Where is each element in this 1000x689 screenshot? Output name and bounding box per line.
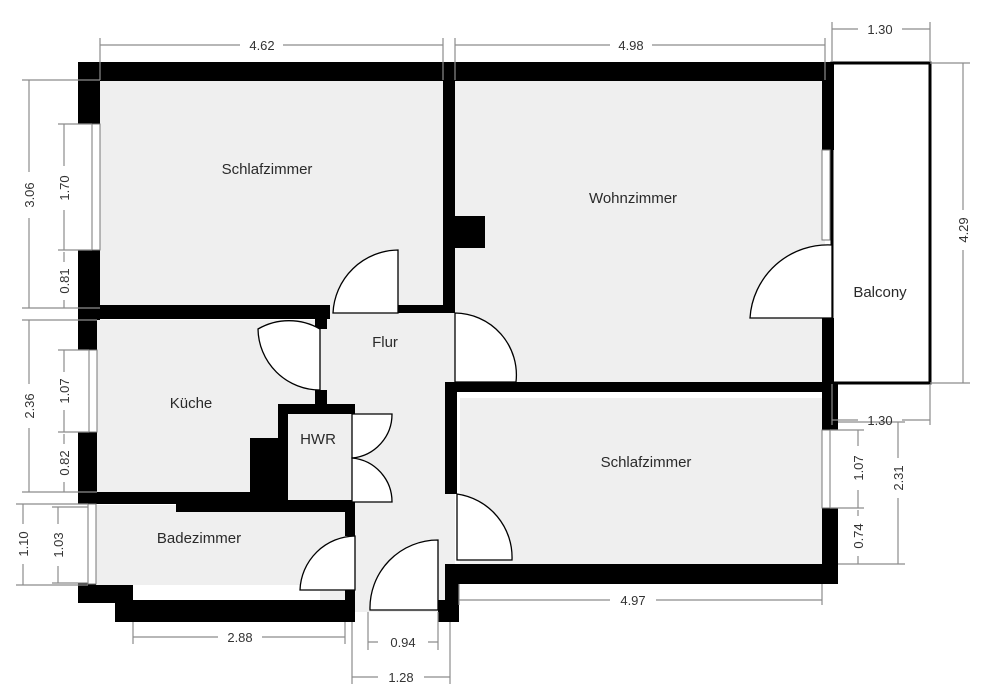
- dim-kitchen-height: 2.36: [22, 393, 37, 418]
- wall-bottom-right-stub: [445, 564, 459, 622]
- floor-balcony: [832, 64, 930, 382]
- window-living: [821, 149, 831, 241]
- wall-bed1-bottom: [97, 305, 330, 319]
- window-bedroom-1: [91, 123, 101, 251]
- label-schlafzimmer-2: Schlafzimmer: [601, 454, 692, 471]
- label-balcony: Balcony: [853, 284, 907, 301]
- door-bedroom-1: [332, 249, 399, 314]
- wall-flur-stub: [315, 313, 327, 329]
- wall-bath-bottom-3: [345, 585, 355, 622]
- dim-balcony-height: 4.29: [956, 217, 971, 242]
- window-bedroom-2: [821, 429, 831, 509]
- balcony-outline: [830, 61, 932, 385]
- dim-left-wall-below-window: 0.81: [57, 268, 72, 293]
- wall-kitchen-right: [315, 390, 327, 406]
- door-hwr-1: [351, 413, 393, 459]
- dim-line-left-110: [16, 503, 88, 586]
- dim-left-bedroom-height: 3.06: [22, 182, 37, 207]
- wall-left-kitchen: [78, 320, 97, 350]
- wall-bath-bottom-2: [115, 600, 350, 622]
- door-entrance: [369, 539, 439, 611]
- dim-door-outer-width: 1.28: [388, 670, 413, 685]
- dim-line-right-width: [458, 584, 823, 605]
- dim-top-left-width: 4.62: [249, 38, 274, 53]
- wall-hwr-left: [278, 404, 288, 502]
- doors: [257, 244, 833, 611]
- label-hwr: HWR: [300, 431, 336, 448]
- dim-line-top-mid: [454, 38, 826, 80]
- room-labels: Schlafzimmer Wohnzimmer Balcony Flur Küc…: [157, 161, 907, 547]
- wall-right-br: [822, 382, 838, 430]
- dim-line-top-left: [99, 38, 444, 80]
- dim-right-window: 1.07: [851, 455, 866, 480]
- door-bedroom-2: [456, 493, 513, 561]
- dim-line-left-306: [22, 79, 100, 309]
- wall-left-kitchen-low: [78, 432, 97, 504]
- dim-bath-width: 2.88: [227, 630, 252, 645]
- floor-schlafzimmer-2: [460, 398, 824, 564]
- dim-line-left-170: [58, 123, 92, 251]
- dim-left-window-height: 1.70: [57, 175, 72, 200]
- dim-door-inner-width: 0.94: [390, 635, 415, 650]
- dim-line-right-231: [838, 421, 905, 565]
- dim-right-wall-below: 0.74: [851, 523, 866, 548]
- dim-line-balcony-height: [930, 62, 970, 384]
- wall-right-br-low: [822, 508, 838, 584]
- wall-bed1-bottom-right: [398, 305, 455, 313]
- label-kueche: Küche: [170, 395, 213, 412]
- dim-line-bath-width: [132, 622, 346, 644]
- wall-chimney: [450, 216, 485, 248]
- wall-bath-bottom: [78, 585, 133, 603]
- windows: [87, 123, 831, 585]
- dim-right-bedroom-width: 4.97: [620, 593, 645, 608]
- floor-hwr: [286, 412, 352, 502]
- dim-kitchen-wall-below: 0.82: [57, 450, 72, 475]
- door-bath: [299, 535, 356, 591]
- dim-top-mid-width: 4.98: [618, 38, 643, 53]
- dim-balcony-bottom-width: 1.30: [867, 413, 892, 428]
- wall-kitchen-block: [250, 438, 280, 494]
- door-balcony: [749, 244, 833, 319]
- dim-kitchen-window: 1.07: [57, 378, 72, 403]
- wall-interior-vertical-1: [443, 62, 455, 310]
- dim-bath-height-inner: 1.03: [51, 532, 66, 557]
- wall-living-bed2: [445, 382, 838, 392]
- dim-balcony-top-width: 1.30: [867, 22, 892, 37]
- wall-bottom-right: [445, 564, 838, 584]
- door-living: [454, 312, 518, 383]
- window-bath: [87, 503, 97, 585]
- wall-bed2-left: [445, 382, 457, 494]
- wall-bath-top-right: [176, 500, 352, 512]
- wall-left-upper: [78, 62, 100, 124]
- label-badezimmer: Badezimmer: [157, 530, 241, 547]
- dimension-labels: 4.62 4.98 1.30 1.30 3.06 1.70 0.81 2.36 …: [16, 22, 971, 685]
- label-schlafzimmer-1: Schlafzimmer: [222, 161, 313, 178]
- dim-line-right-107: [830, 429, 864, 509]
- dim-line-left-103: [52, 506, 88, 584]
- wall-left-mid: [78, 250, 100, 320]
- dim-line-left-236: [22, 319, 97, 493]
- dimension-lines: [16, 22, 970, 684]
- label-flur: Flur: [372, 334, 398, 351]
- dim-line-door-128: [351, 622, 451, 684]
- dim-line-left-107: [58, 349, 89, 433]
- dim-line-door-094: [367, 612, 439, 650]
- dim-line-balcony-top: [831, 22, 931, 62]
- wall-bath-right: [345, 500, 355, 536]
- dim-right-bedroom-height: 2.31: [891, 465, 906, 490]
- wall-hwr-top: [280, 404, 355, 414]
- dim-line-balcony-bottom: [831, 384, 931, 425]
- window-kitchen: [88, 349, 98, 433]
- dim-bath-height-outer: 1.10: [16, 531, 31, 556]
- door-hwr-2: [351, 457, 393, 503]
- door-kitchen: [257, 320, 321, 391]
- label-wohnzimmer: Wohnzimmer: [589, 190, 677, 207]
- floor-wohnzimmer: [455, 80, 825, 382]
